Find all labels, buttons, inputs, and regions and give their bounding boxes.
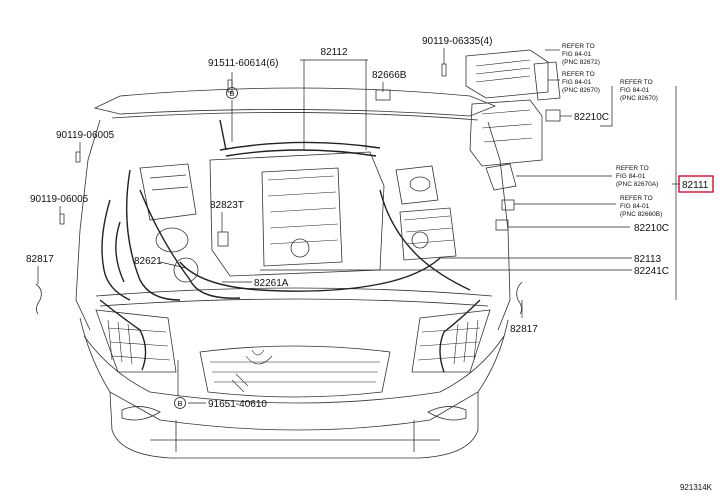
part-labels: 82112 82666B 91511-60614(6) 90119-06335(…	[26, 36, 714, 410]
circle-b-label-top: B	[229, 89, 234, 98]
svg-text:FIG 84-01: FIG 84-01	[616, 173, 646, 180]
svg-text:FIG 84-01: FIG 84-01	[620, 203, 650, 210]
svg-text:(PNC 82670): (PNC 82670)	[562, 87, 600, 94]
svg-text:(PNC 82672): (PNC 82672)	[562, 59, 600, 66]
refer-note-3[interactable]: REFER TO FIG 84-01 (PNC 82670)	[620, 79, 658, 102]
refer-note-1[interactable]: REFER TO FIG 84-01 (PNC 82672)	[562, 43, 600, 66]
highlight-box	[678, 175, 714, 193]
label-82210C-bottom[interactable]: 82210C	[634, 223, 669, 234]
svg-text:REFER TO: REFER TO	[562, 43, 595, 50]
svg-text:FIG 84-01: FIG 84-01	[562, 51, 592, 58]
label-90119-06005-b[interactable]: 90119-06005	[30, 194, 89, 205]
label-82210C-top[interactable]: 82210C	[574, 112, 609, 123]
label-82817-right[interactable]: 82817	[510, 324, 538, 335]
label-90119-06005-a[interactable]: 90119-06005	[56, 130, 115, 141]
leader-lines	[37, 48, 680, 404]
svg-text:(PNC 82670): (PNC 82670)	[620, 95, 658, 102]
label-82241C[interactable]: 82241C	[634, 266, 669, 277]
svg-text:FIG 84-01: FIG 84-01	[620, 87, 650, 94]
label-90119-06335[interactable]: 90119-06335(4)	[422, 36, 492, 47]
label-82621[interactable]: 82621	[134, 256, 162, 267]
vehicle-body	[75, 87, 511, 459]
refer-note-5[interactable]: REFER TO FIG 84-01 (PNC 82660B)	[620, 195, 662, 218]
refer-note-2[interactable]: REFER TO FIG 84-01 (PNC 82670)	[562, 71, 600, 94]
svg-text:(PNC 82670A): (PNC 82670A)	[616, 181, 658, 188]
label-82823T[interactable]: 82823T	[210, 200, 244, 211]
label-82666B[interactable]: 82666B	[372, 70, 407, 81]
circle-b-label-bottom: B	[177, 399, 182, 408]
label-82112[interactable]: 82112	[320, 47, 348, 58]
circle-b-marker-top	[226, 87, 238, 99]
label-82817-left[interactable]: 82817	[26, 254, 54, 265]
label-82261A[interactable]: 82261A	[254, 278, 289, 289]
svg-text:REFER TO: REFER TO	[620, 79, 653, 86]
fuse-relay-block	[441, 49, 561, 231]
engine	[95, 151, 493, 307]
circle-b-marker-bottom	[174, 397, 186, 409]
label-82113[interactable]: 82113	[634, 254, 662, 265]
svg-text:REFER TO: REFER TO	[620, 195, 653, 202]
wire-harness	[99, 119, 481, 393]
svg-text:REFER TO: REFER TO	[616, 165, 649, 172]
refer-note-4[interactable]: REFER TO FIG 84-01 (PNC 82670A)	[616, 165, 658, 188]
svg-text:(PNC 82660B): (PNC 82660B)	[620, 211, 662, 218]
label-91651[interactable]: 91651-40610	[208, 399, 267, 410]
svg-text:FIG 84-01: FIG 84-01	[562, 79, 592, 86]
label-82111[interactable]: 82111	[682, 180, 709, 191]
refer-notes: REFER TO FIG 84-01 (PNC 82672) REFER TO …	[562, 43, 662, 218]
label-91511[interactable]: 91511-60614(6)	[208, 58, 278, 69]
figure-id: 921314K	[680, 483, 713, 492]
svg-text:REFER TO: REFER TO	[562, 71, 595, 78]
